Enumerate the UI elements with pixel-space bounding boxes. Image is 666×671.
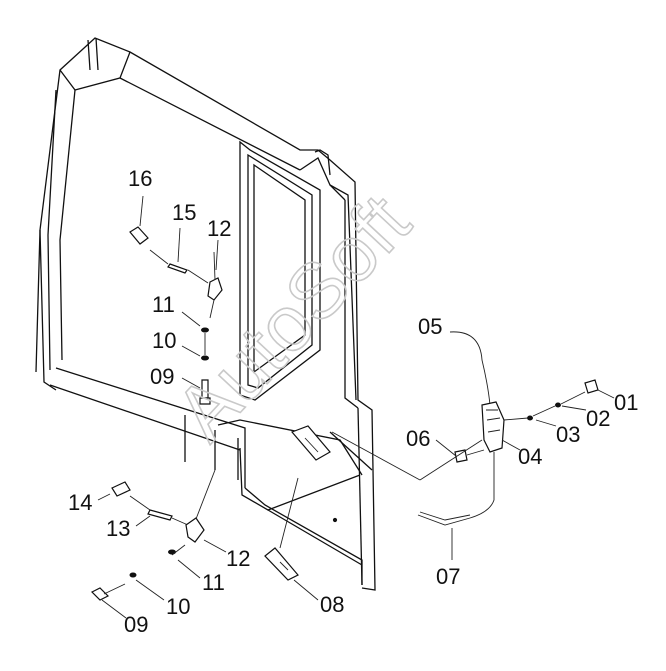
label-05: 05 [418,314,442,339]
bolt-06 [454,449,468,463]
label-16: 16 [128,166,152,191]
bracket-12-lower [185,517,205,543]
label-10-lower: 10 [166,594,190,619]
upper-hardware [129,226,223,405]
label-12-upper: 12 [207,216,231,241]
bolt-09-lower [90,587,110,601]
lock-04 [481,401,505,453]
label-09-upper: 09 [150,364,174,389]
label-09-lower: 09 [124,612,148,637]
rod-07 [417,452,495,526]
strip-15 [167,263,188,274]
door-frame [35,37,376,591]
leader-lines [97,195,615,619]
cable-05 [449,331,491,406]
label-08: 08 [320,592,344,617]
label-02: 02 [586,406,610,431]
label-15: 15 [172,200,196,225]
label-01: 01 [614,390,638,415]
bracket-12-upper [207,277,223,301]
part-labels: 16 15 12 11 10 09 05 06 04 03 02 01 07 1… [68,166,638,637]
label-06: 06 [406,426,430,451]
lower-hardware [90,425,331,601]
lock-assembly [331,331,599,526]
label-10-upper: 10 [152,328,176,353]
label-12-lower: 12 [226,546,250,571]
inner-handle [290,425,331,461]
watermark: AutoSoft [158,178,427,457]
strip-13 [147,509,173,521]
label-04: 04 [518,444,542,469]
cap-14 [111,481,131,497]
label-11-lower: 11 [202,570,225,595]
cap-16 [129,226,149,245]
label-14: 14 [68,490,92,515]
label-07: 07 [436,564,460,589]
label-13: 13 [106,516,130,541]
label-03: 03 [556,422,580,447]
label-11-upper: 11 [152,292,175,317]
knob-01 [584,379,599,394]
